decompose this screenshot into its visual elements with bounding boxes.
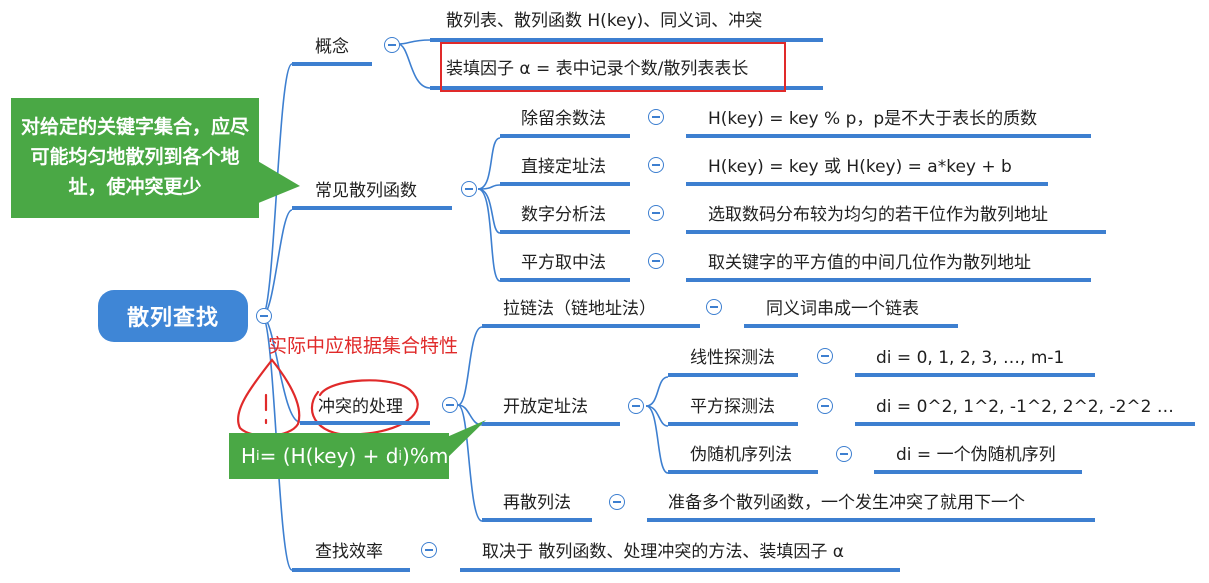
function-underline: [500, 134, 630, 138]
branch-efficiency-underline: [292, 568, 410, 572]
chaining-collapse-icon[interactable]: [706, 299, 722, 315]
function-underline: [500, 230, 630, 234]
hand-drawn-bubble: [237, 358, 301, 437]
root-node-hash-search[interactable]: 散列查找: [98, 290, 248, 342]
function-collapse-icon[interactable]: [648, 253, 664, 269]
formula-mid: = (H(key) + d: [259, 444, 399, 468]
function-underline: [500, 278, 630, 282]
probe-desc: di = 0, 1, 2, 3, …, m-1: [876, 348, 1065, 368]
concept-collapse-icon[interactable]: [384, 37, 400, 53]
function-underline: [500, 182, 630, 186]
formula-end: )%m: [402, 444, 449, 468]
function-collapse-icon[interactable]: [648, 205, 664, 221]
concept-item-load-factor: 装填因子 α = 表中记录个数/散列表表长: [446, 59, 749, 79]
rehash-collapse-icon[interactable]: [609, 494, 625, 510]
concept-item-underline: [430, 86, 823, 90]
function-desc-underline: [686, 134, 1091, 138]
functions-collapse-icon[interactable]: [461, 181, 477, 197]
function-desc-underline: [686, 230, 1106, 234]
probe-desc: di = 一个伪随机序列: [896, 445, 1056, 465]
conflict-method-underline: [482, 518, 592, 522]
conflict-method-desc-underline: [647, 518, 1095, 522]
conflict-method-name[interactable]: 再散列法: [503, 493, 571, 513]
efficiency-collapse-icon[interactable]: [421, 542, 437, 558]
conflict-method-name[interactable]: 拉链法（链地址法）: [503, 299, 656, 319]
function-name[interactable]: 除留余数法: [521, 109, 606, 129]
branch-concept-label[interactable]: 概念: [315, 37, 349, 57]
probe-collapse-icon[interactable]: [817, 348, 833, 364]
branch-functions-underline: [292, 206, 452, 210]
callout-formula-tail: [440, 420, 486, 465]
root-collapse-icon[interactable]: [256, 308, 272, 324]
formula-sub-i2: i: [398, 448, 403, 464]
probe-name[interactable]: 线性探测法: [690, 348, 775, 368]
probe-underline: [668, 422, 798, 426]
callout-goal: 对给定的关键字集合，应尽可能均匀地散列到各个地址，使冲突更少: [11, 98, 259, 218]
function-desc: H(key) = key % p，p是不大于表长的质数: [708, 109, 1038, 129]
probe-desc-underline: [874, 470, 1082, 474]
conflict-method-name[interactable]: 开放定址法: [503, 397, 588, 417]
probe-desc-underline: [855, 422, 1195, 426]
branch-functions-label[interactable]: 常见散列函数: [315, 181, 417, 201]
function-desc: 取关键字的平方值的中间几位作为散列地址: [708, 253, 1031, 273]
efficiency-desc: 取决于 散列函数、处理冲突的方法、装填因子 α: [482, 542, 845, 562]
highlight-box: [440, 42, 786, 92]
function-collapse-icon[interactable]: [648, 157, 664, 173]
trunk-functions: [261, 209, 293, 317]
concept-item-definitions: 散列表、散列函数 H(key)、同义词、冲突: [446, 11, 763, 31]
formula-sub-i: i: [256, 448, 260, 464]
conflict-method-underline: [482, 422, 620, 426]
function-desc-underline: [686, 182, 1048, 186]
function-desc-underline: [686, 278, 1091, 282]
function-collapse-icon[interactable]: [648, 109, 664, 125]
function-name[interactable]: 平方取中法: [521, 253, 606, 273]
callout-goal-tail: [256, 160, 300, 204]
conflict-method-underline: [482, 324, 700, 328]
probe-collapse-icon[interactable]: [836, 446, 852, 462]
function-desc: H(key) = key 或 H(key) = a*key + b: [708, 157, 1012, 177]
handwritten-annotation: 实际中应根据集合特性: [268, 335, 459, 357]
function-name[interactable]: 直接定址法: [521, 157, 606, 177]
probe-underline: [668, 373, 798, 377]
branch-concept-underline: [292, 62, 372, 66]
concept-item-underline: [430, 38, 823, 42]
conflict-collapse-icon[interactable]: [442, 397, 458, 413]
branch-conflict-label[interactable]: 冲突的处理: [318, 397, 403, 417]
formula-h: H: [241, 444, 257, 468]
function-name[interactable]: 数字分析法: [521, 205, 606, 225]
probe-desc: di = 0^2, 1^2, -1^2, 2^2, -2^2 …: [876, 397, 1174, 417]
open-collapse-icon[interactable]: [628, 398, 644, 414]
probe-desc-underline: [855, 373, 1095, 377]
conflict-method-desc-underline: [744, 324, 958, 328]
probe-name[interactable]: 平方探测法: [690, 397, 775, 417]
conflict-method-desc: 准备多个散列函数，一个发生冲突了就用下一个: [668, 493, 1025, 513]
probe-name[interactable]: 伪随机序列法: [690, 445, 792, 465]
efficiency-desc-underline: [460, 568, 900, 572]
conflict-method-desc: 同义词串成一个链表: [766, 299, 919, 319]
branch-efficiency-label[interactable]: 查找效率: [315, 542, 383, 562]
probe-underline: [668, 470, 818, 474]
branch-conflict-underline: [300, 421, 430, 425]
function-desc: 选取数码分布较为均匀的若干位作为散列地址: [708, 205, 1048, 225]
probe-collapse-icon[interactable]: [817, 398, 833, 414]
